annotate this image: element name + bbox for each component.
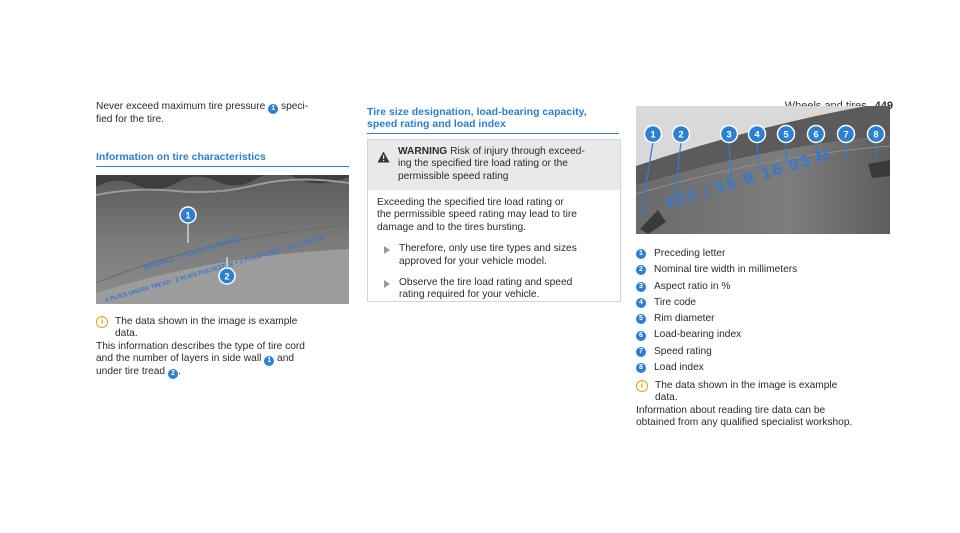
info-icon: i [96,316,108,328]
left-intro: Never exceed maximum tire pressure 1 spe… [96,101,351,126]
callout-3-leader [728,141,732,179]
callout-4-leader [756,141,760,173]
callout-badge: 8 [636,363,646,374]
callout-badge: 1 [264,356,275,367]
tire-sidewall-image: SIDEWALL : 2 PLIES POLYESTER 6 PLIES UND… [95,172,350,304]
callout-badge: 4 [636,298,646,309]
legend-label: Load index [654,362,704,374]
callout-8-label: 8 [873,130,878,141]
warning-triangle-icon [377,151,390,163]
legend-item: 6 Load-bearing index [636,327,896,343]
desc-line2: and the number of layers in side wall [96,353,262,365]
bullet-item: Therefore, only use tire types and sizes… [377,243,612,268]
callout-1-label: 1 [185,211,190,221]
callout-8-marker [866,124,886,144]
note-text-line1: The data shown in the image is example [655,380,838,391]
callout-badge: 2 [167,369,178,380]
legend-label: Tire code [654,296,697,308]
left-note: i The data shown in the image is example… [96,316,356,380]
warning-line2: ing the specified tire load rating or th… [398,158,568,170]
callout-5-marker [776,124,796,144]
callout-4-label: 4 [754,130,760,141]
callout-7-marker [836,124,856,144]
warning-body-line2: the permissible speed rating may lead to… [377,209,577,221]
right-note: i The data shown in the image is example… [636,380,906,430]
desc-line1: This information describes the type of t… [96,340,305,352]
callout-6-leader [815,141,819,163]
desc-line3: under tire tread [96,366,166,378]
bullet-item: Observe the tire load rating and speed r… [377,277,612,302]
callout-badge: 6 [636,330,646,341]
warning-line1: Risk of injury through exceed- [450,146,585,157]
arrow-bullet-icon [384,280,390,289]
note-text-line2: data. [655,392,678,404]
section-title-line1: Tire size designation, load-bearing capa… [367,106,587,118]
legend-item: 4 Tire code [636,295,896,311]
warning-header: WARNING Risk of injury through exceed- i… [368,140,620,190]
intro-text-cont: speci- [280,101,309,112]
callout-7-label: 7 [843,130,848,141]
legend-label: Aspect ratio in % [654,280,731,292]
callout-markers: 1 2 3 4 5 6 7 8 [640,124,886,217]
callout-badge: 3 [636,281,646,292]
callout-3-label: 3 [726,130,731,141]
callout-badge: 1 [268,104,279,114]
callout-4-marker [747,124,767,144]
callout-2-label: 2 [678,130,683,141]
warning-line3: permissible speed rating [398,170,509,182]
legend-item: 8 Load index [636,360,896,376]
legend-item: 3 Aspect ratio in % [636,279,896,295]
legend-item: 1 Preceding letter [636,246,896,262]
warning-body-line3: damage and to the tires bursting. [377,221,526,233]
callout-5-label: 5 [783,130,789,141]
desc-line2-cont: and [277,353,295,365]
warning-body: Exceeding the specified tire load rating… [368,190,620,302]
callout-badge: 7 [636,346,646,357]
warning-box: WARNING Risk of injury through exceed- i… [367,139,621,302]
callout-1-marker [643,124,663,144]
info-line1: Information about reading tire data can … [636,404,826,416]
legend-list: 1 Preceding letter 2 Nominal tire width in … [636,246,896,376]
warning-label: WARNING [398,146,448,157]
callout-badge: 1 [636,249,646,260]
callout-1-leader [640,141,654,217]
warning-text: WARNING Risk of injury through exceed- i… [398,146,613,183]
callout-2-label: 2 [224,272,229,282]
note-text-line1: The data shown in the image is example [115,316,298,327]
legend-label: Load-bearing index [654,329,742,341]
bullet2-line1: Observe the tire load rating and speed [399,277,573,289]
arrow-bullet-icon [384,246,390,255]
info-icon: i [636,380,648,392]
legend-label: Nominal tire width in millimeters [654,264,798,276]
bullet2-line2: rating required for your vehicle. [399,289,540,301]
bullet1-line2: approved for your vehicle model. [399,255,547,267]
section-title-tire-size: Tire size designation, load-bearing capa… [367,106,619,134]
section-title-line2: speed rating and load index [367,118,506,130]
legend-item: 2 Nominal tire width in millimeters [636,262,896,278]
legend-label: Rim diameter [654,313,715,325]
intro-text-line2: fied for the tire. [96,114,164,125]
warning-body-line1: Exceeding the specified tire load rating… [377,197,564,208]
legend-label: Speed rating [654,345,712,357]
note-text-line2: data. [115,328,138,340]
bullet1-line1: Therefore, only use tire types and sizes [399,243,577,255]
callout-6-label: 6 [813,130,818,141]
section-title-characteristics: Information on tire characteristics [96,151,349,167]
callout-1-label: 1 [650,130,656,141]
callout-2-leader [673,141,682,203]
callout-badge: 2 [636,265,646,276]
info-line2: obtained from any qualified specialist w… [636,417,853,429]
callout-3-marker [719,124,739,144]
desc-line3-end: . [177,366,181,378]
callout-2-marker [218,267,236,285]
legend-item: 5 Rim diameter [636,311,896,327]
callout-badge: 5 [636,314,646,325]
callout-2-marker [671,124,691,144]
legend-item: 7 Speed rating [636,344,896,360]
callout-6-marker [806,124,826,144]
legend-label: Preceding letter [654,247,726,259]
callout-1-marker [179,206,197,224]
intro-text: Never exceed maximum tire pressure [96,101,266,112]
